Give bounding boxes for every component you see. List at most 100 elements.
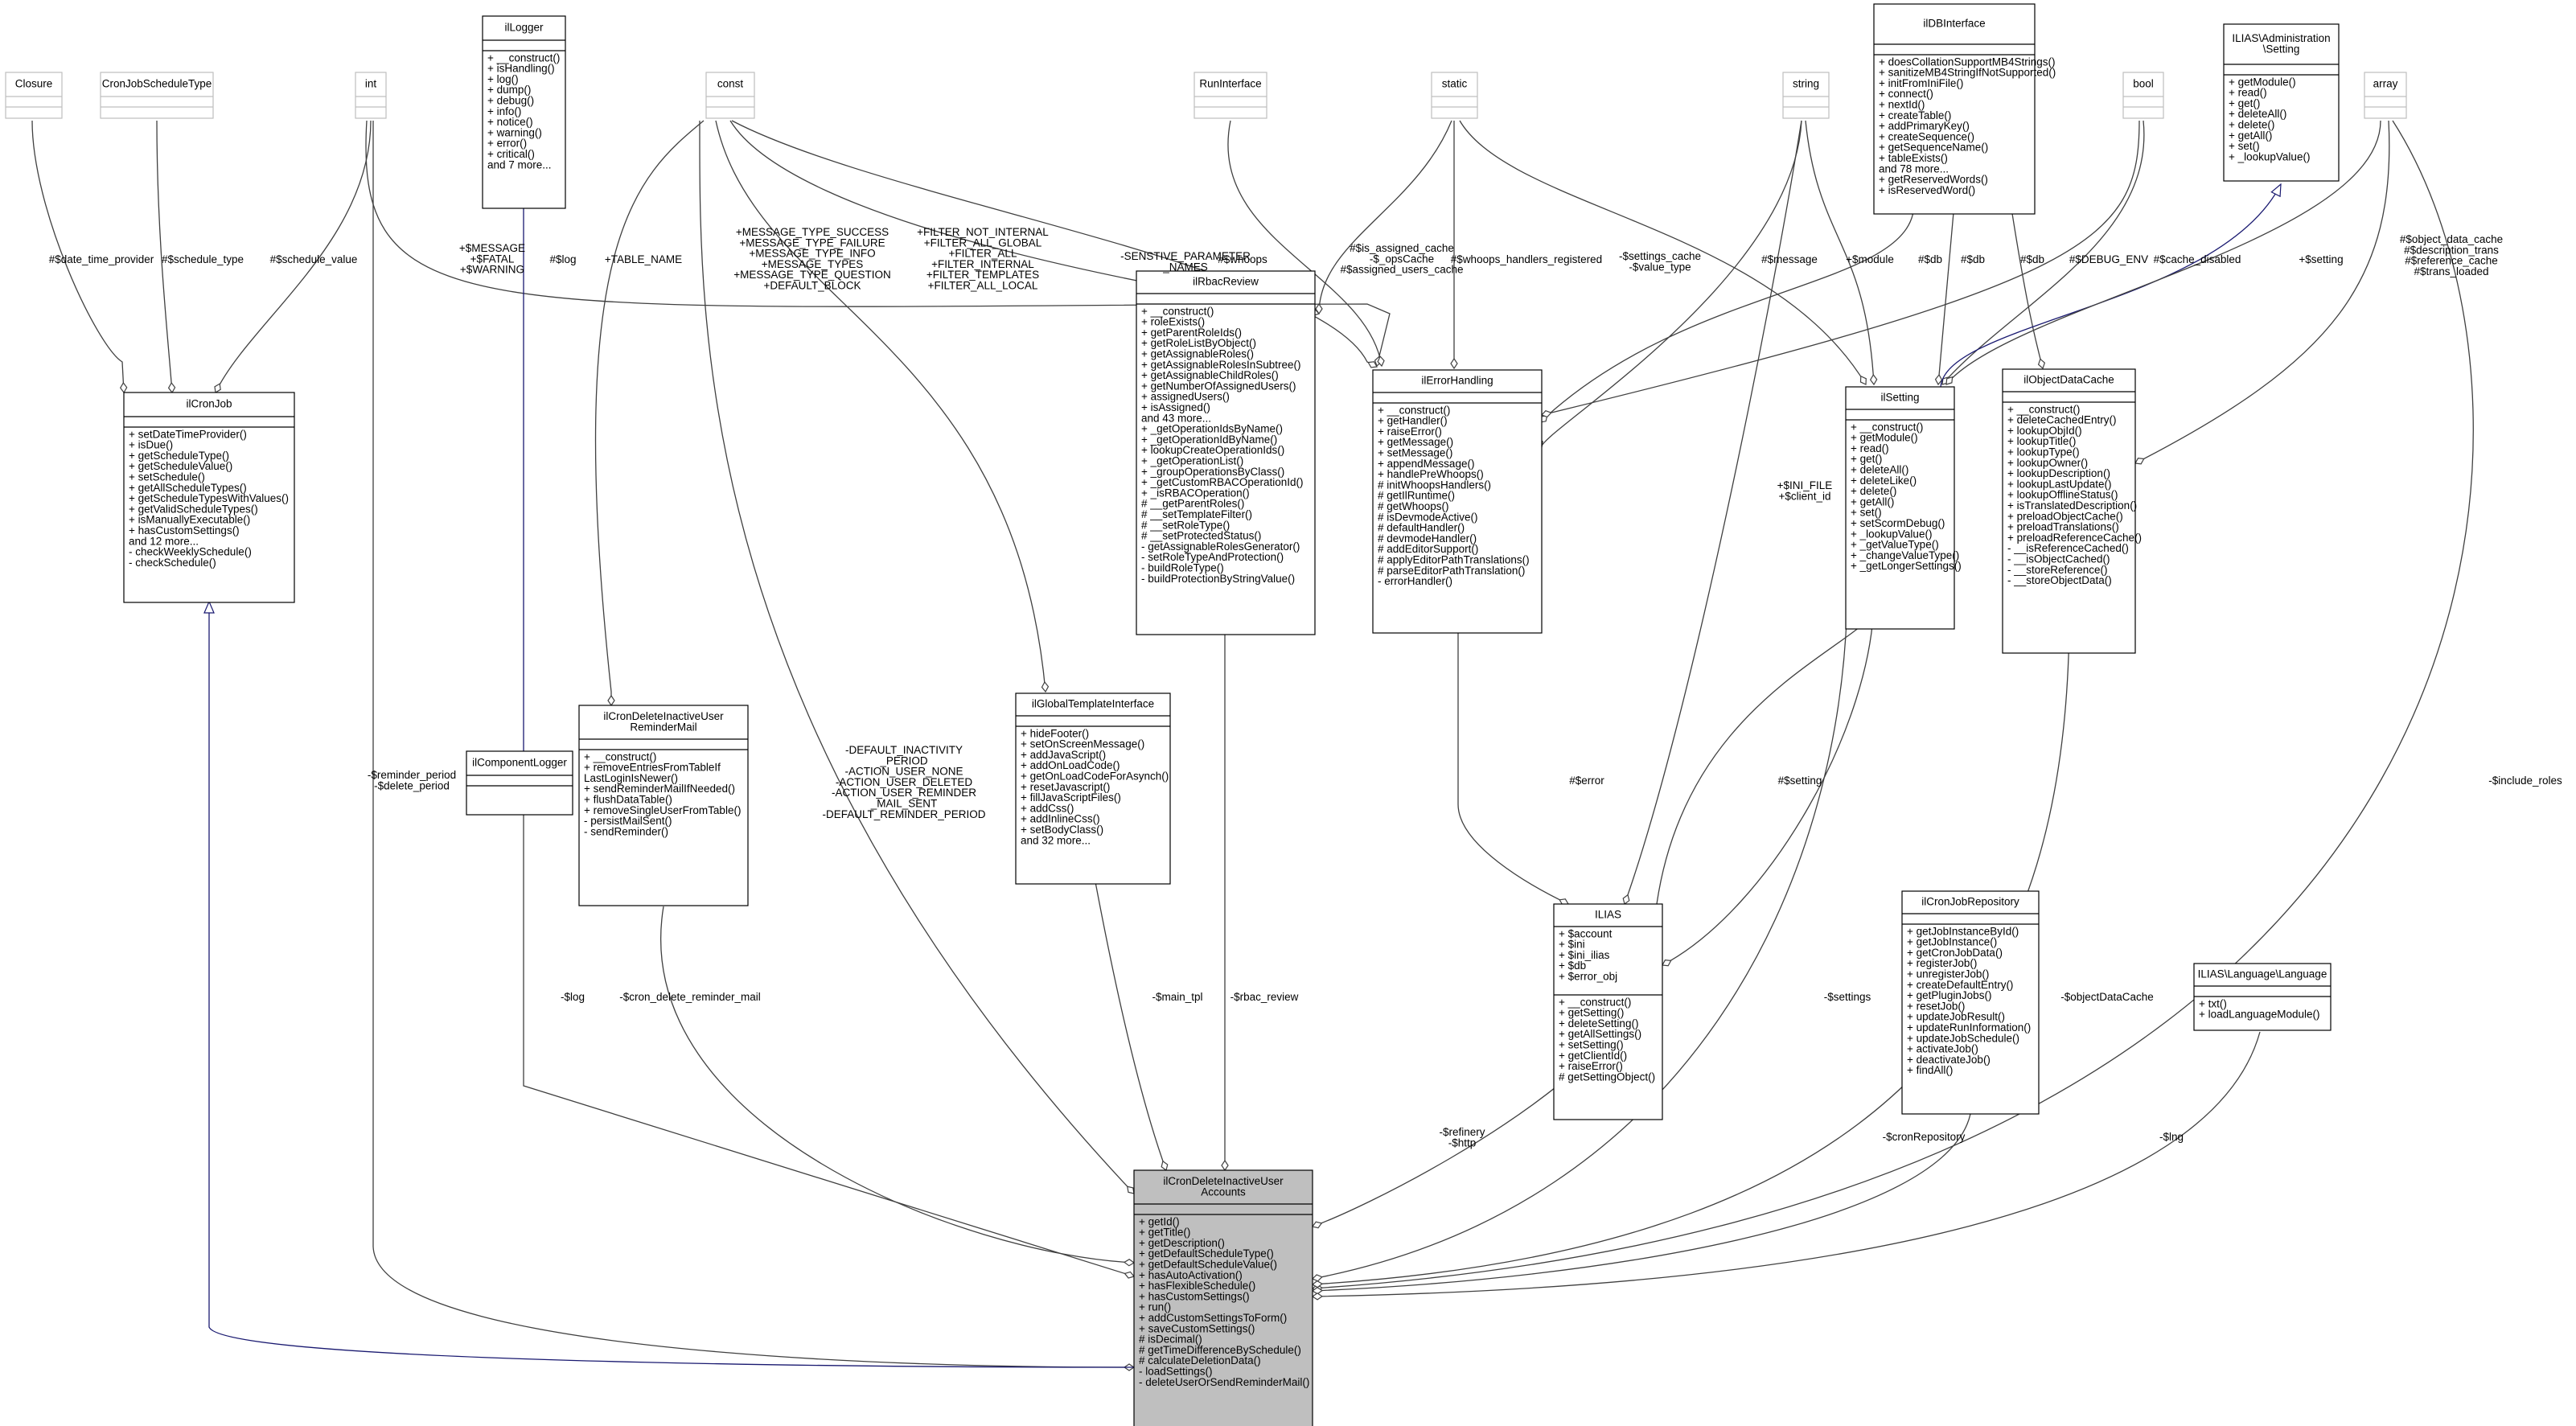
class-method: + debug() bbox=[487, 95, 534, 107]
class-box-ilrbacreview[interactable]: ilRbacReview+ __construct()+ roleExists(… bbox=[1136, 270, 1316, 635]
edge-label: -ACTION_USER_REMINDER bbox=[832, 787, 976, 799]
edge-label: +FILTER_ALL bbox=[949, 248, 1017, 260]
class-box-frame bbox=[2364, 72, 2407, 119]
class-method: + lookupCreateOperationIds() bbox=[1141, 444, 1284, 456]
class-title: ilLogger bbox=[504, 22, 544, 34]
class-box-cronjobscheduletype[interactable]: CronJobScheduleType bbox=[100, 72, 214, 119]
class-method: + lookupDescription() bbox=[2007, 467, 2110, 479]
class-method: + __construct() bbox=[2007, 403, 2080, 415]
edge-label: -$objectDataCache bbox=[2060, 991, 2154, 1003]
class-method: + removeEntriesFromTableIf bbox=[584, 762, 721, 774]
class-box-runinterface[interactable]: RunInterface bbox=[1194, 72, 1267, 119]
class-box-frame bbox=[5, 72, 63, 119]
class-box-closure[interactable]: Closure bbox=[5, 72, 63, 119]
edge-label: +MESSAGE_TYPES bbox=[762, 258, 863, 270]
edge-closure-to-ilcronjob bbox=[31, 120, 124, 392]
class-method: and 12 more... bbox=[129, 535, 199, 547]
class-box-ilsetting[interactable]: ilSetting+ __construct()+ getModule()+ r… bbox=[1845, 386, 1962, 630]
class-box-const[interactable]: const bbox=[705, 72, 755, 119]
edge-label: +FILTER_TEMPLATES bbox=[926, 269, 1039, 281]
class-method: + read() bbox=[2229, 87, 2267, 99]
class-box-frame bbox=[355, 72, 387, 119]
class-box-string[interactable]: string bbox=[1782, 72, 1830, 119]
class-method: - __isReferenceCached() bbox=[2007, 542, 2129, 554]
class-method: + read() bbox=[1851, 442, 1889, 454]
class-box-int[interactable]: int bbox=[355, 72, 387, 119]
class-method: # defaultHandler() bbox=[1378, 522, 1465, 534]
class-method: + preloadTranslations() bbox=[2007, 521, 2119, 533]
class-method: + activateJob() bbox=[1907, 1043, 1978, 1055]
class-method: + addInlineCss() bbox=[1021, 813, 1100, 825]
edge-label: -$include_roles bbox=[2488, 775, 2562, 787]
class-box-array[interactable]: array bbox=[2364, 72, 2407, 119]
class-box-illogger[interactable]: ilLogger+ __construct()+ isHandling()+ l… bbox=[482, 15, 566, 209]
class-title: ILIAS\Language\Language bbox=[2198, 968, 2327, 980]
class-method: + setBodyClass() bbox=[1021, 824, 1103, 836]
class-box-ilerrorhandling[interactable]: ilErrorHandling+ __construct()+ getHandl… bbox=[1372, 369, 1543, 634]
class-box-ildbinterface[interactable]: ilDBInterface+ doesCollationSupportMB4St… bbox=[1873, 3, 2056, 215]
class-method: + hasCustomSettings() bbox=[129, 524, 240, 536]
class-method: + initFromIniFile() bbox=[1879, 77, 1963, 89]
edge-static-to-ilrbacreview bbox=[1319, 120, 1452, 314]
class-method: # __setTemplateFilter() bbox=[1141, 508, 1252, 520]
class-method: + notice() bbox=[487, 116, 533, 128]
class-box-ilcronjob[interactable]: ilCronJob+ setDateTimeProvider()+ isDue(… bbox=[123, 392, 295, 603]
edge-label: -ACTION_USER_NONE bbox=[844, 766, 963, 778]
edge-label: -$settings bbox=[1824, 991, 1871, 1003]
edge-label: +$module bbox=[1846, 253, 1894, 265]
class-box-ilcronjobrepository[interactable]: ilCronJobRepository+ getJobInstanceById(… bbox=[1901, 890, 2040, 1115]
class-member: + $account bbox=[1559, 927, 1613, 939]
class-method: + hasFlexibleSchedule() bbox=[1139, 1280, 1255, 1292]
class-box-ilobjectdatacache[interactable]: ilObjectDataCache+ __construct()+ delete… bbox=[2002, 368, 2142, 654]
class-method: + delete() bbox=[1851, 485, 1896, 497]
class-method: + _getOperationList() bbox=[1141, 455, 1243, 467]
class-method: + lookupOwner() bbox=[2007, 457, 2088, 469]
class-method: # calculateDeletionData() bbox=[1139, 1354, 1261, 1366]
edge-label: +FILTER_NOT_INTERNAL bbox=[917, 226, 1049, 238]
class-box-static[interactable]: static bbox=[1431, 72, 1478, 119]
class-method: - buildProtectionByStringValue() bbox=[1141, 573, 1295, 585]
class-method: + resetJavascript() bbox=[1021, 781, 1110, 793]
class-method: + hideFooter() bbox=[1021, 727, 1089, 739]
class-method: and 32 more... bbox=[1021, 834, 1091, 846]
edge-label: _PERIOD bbox=[879, 754, 928, 766]
class-box-ilias[interactable]: ILIAS+ $account+ $ini+ $ini_ilias+ $db+ … bbox=[1553, 903, 1663, 1120]
class-method: + sendReminderMailIfNeeded() bbox=[584, 783, 735, 795]
class-box-language[interactable]: ILIAS\Language\Language+ txt()+ loadLang… bbox=[2193, 963, 2332, 1031]
edge-int-to-ilcronjob bbox=[216, 120, 372, 392]
class-box-frame bbox=[1194, 72, 1267, 119]
class-method: + hasCustomSettings() bbox=[1139, 1290, 1250, 1302]
class-method: - __storeObjectData() bbox=[2007, 574, 2112, 586]
class-method: + getModule() bbox=[1851, 432, 1918, 444]
edge-string-to-ilsetting bbox=[1805, 120, 1874, 384]
edge-label: #$is_assigned_cache bbox=[1350, 242, 1454, 254]
edge-label: +MESSAGE_TYPE_SUCCESS bbox=[736, 226, 889, 238]
class-method: + loadLanguageModule() bbox=[2199, 1009, 2320, 1021]
edge-label: -$rbac_review bbox=[1230, 991, 1299, 1003]
edge-ilsetting-link-ilias bbox=[1662, 596, 1875, 965]
class-method: + addPrimaryKey() bbox=[1879, 120, 1970, 132]
class-method: + lookupLastUpdate() bbox=[2007, 478, 2111, 490]
class-method: + get() bbox=[1851, 453, 1882, 465]
class-method: + getParentRoleIds() bbox=[1141, 327, 1242, 339]
class-box-admsetting[interactable]: ILIAS\Administration\Setting+ getModule(… bbox=[2223, 23, 2340, 182]
class-method: + createDefaultEntry() bbox=[1907, 979, 2013, 991]
class-method: + appendMessage() bbox=[1378, 458, 1474, 470]
edge-const-to-ilcrondeletemail bbox=[594, 120, 705, 705]
class-title: int bbox=[365, 78, 377, 90]
edge-label: +$INI_FILE bbox=[1777, 479, 1833, 491]
class-box-frame bbox=[1015, 692, 1171, 885]
class-box-ilglobaltemplate[interactable]: ilGlobalTemplateInterface+ hideFooter()+… bbox=[1015, 692, 1171, 885]
class-method: - loadSettings() bbox=[1139, 1366, 1213, 1378]
class-method: # isDecimal() bbox=[1139, 1334, 1202, 1346]
class-box-ilcomponentlogger[interactable]: ilComponentLogger bbox=[466, 750, 573, 816]
class-method: # getTimeDifferenceBySchedule() bbox=[1139, 1344, 1301, 1356]
class-method: + deleteLike() bbox=[1851, 475, 1917, 487]
class-method: + getScheduleType() bbox=[129, 450, 229, 462]
class-member: + $ini_ilias bbox=[1559, 949, 1610, 961]
class-box-bool[interactable]: bool bbox=[2122, 72, 2164, 119]
edges-layer bbox=[31, 120, 2474, 1367]
